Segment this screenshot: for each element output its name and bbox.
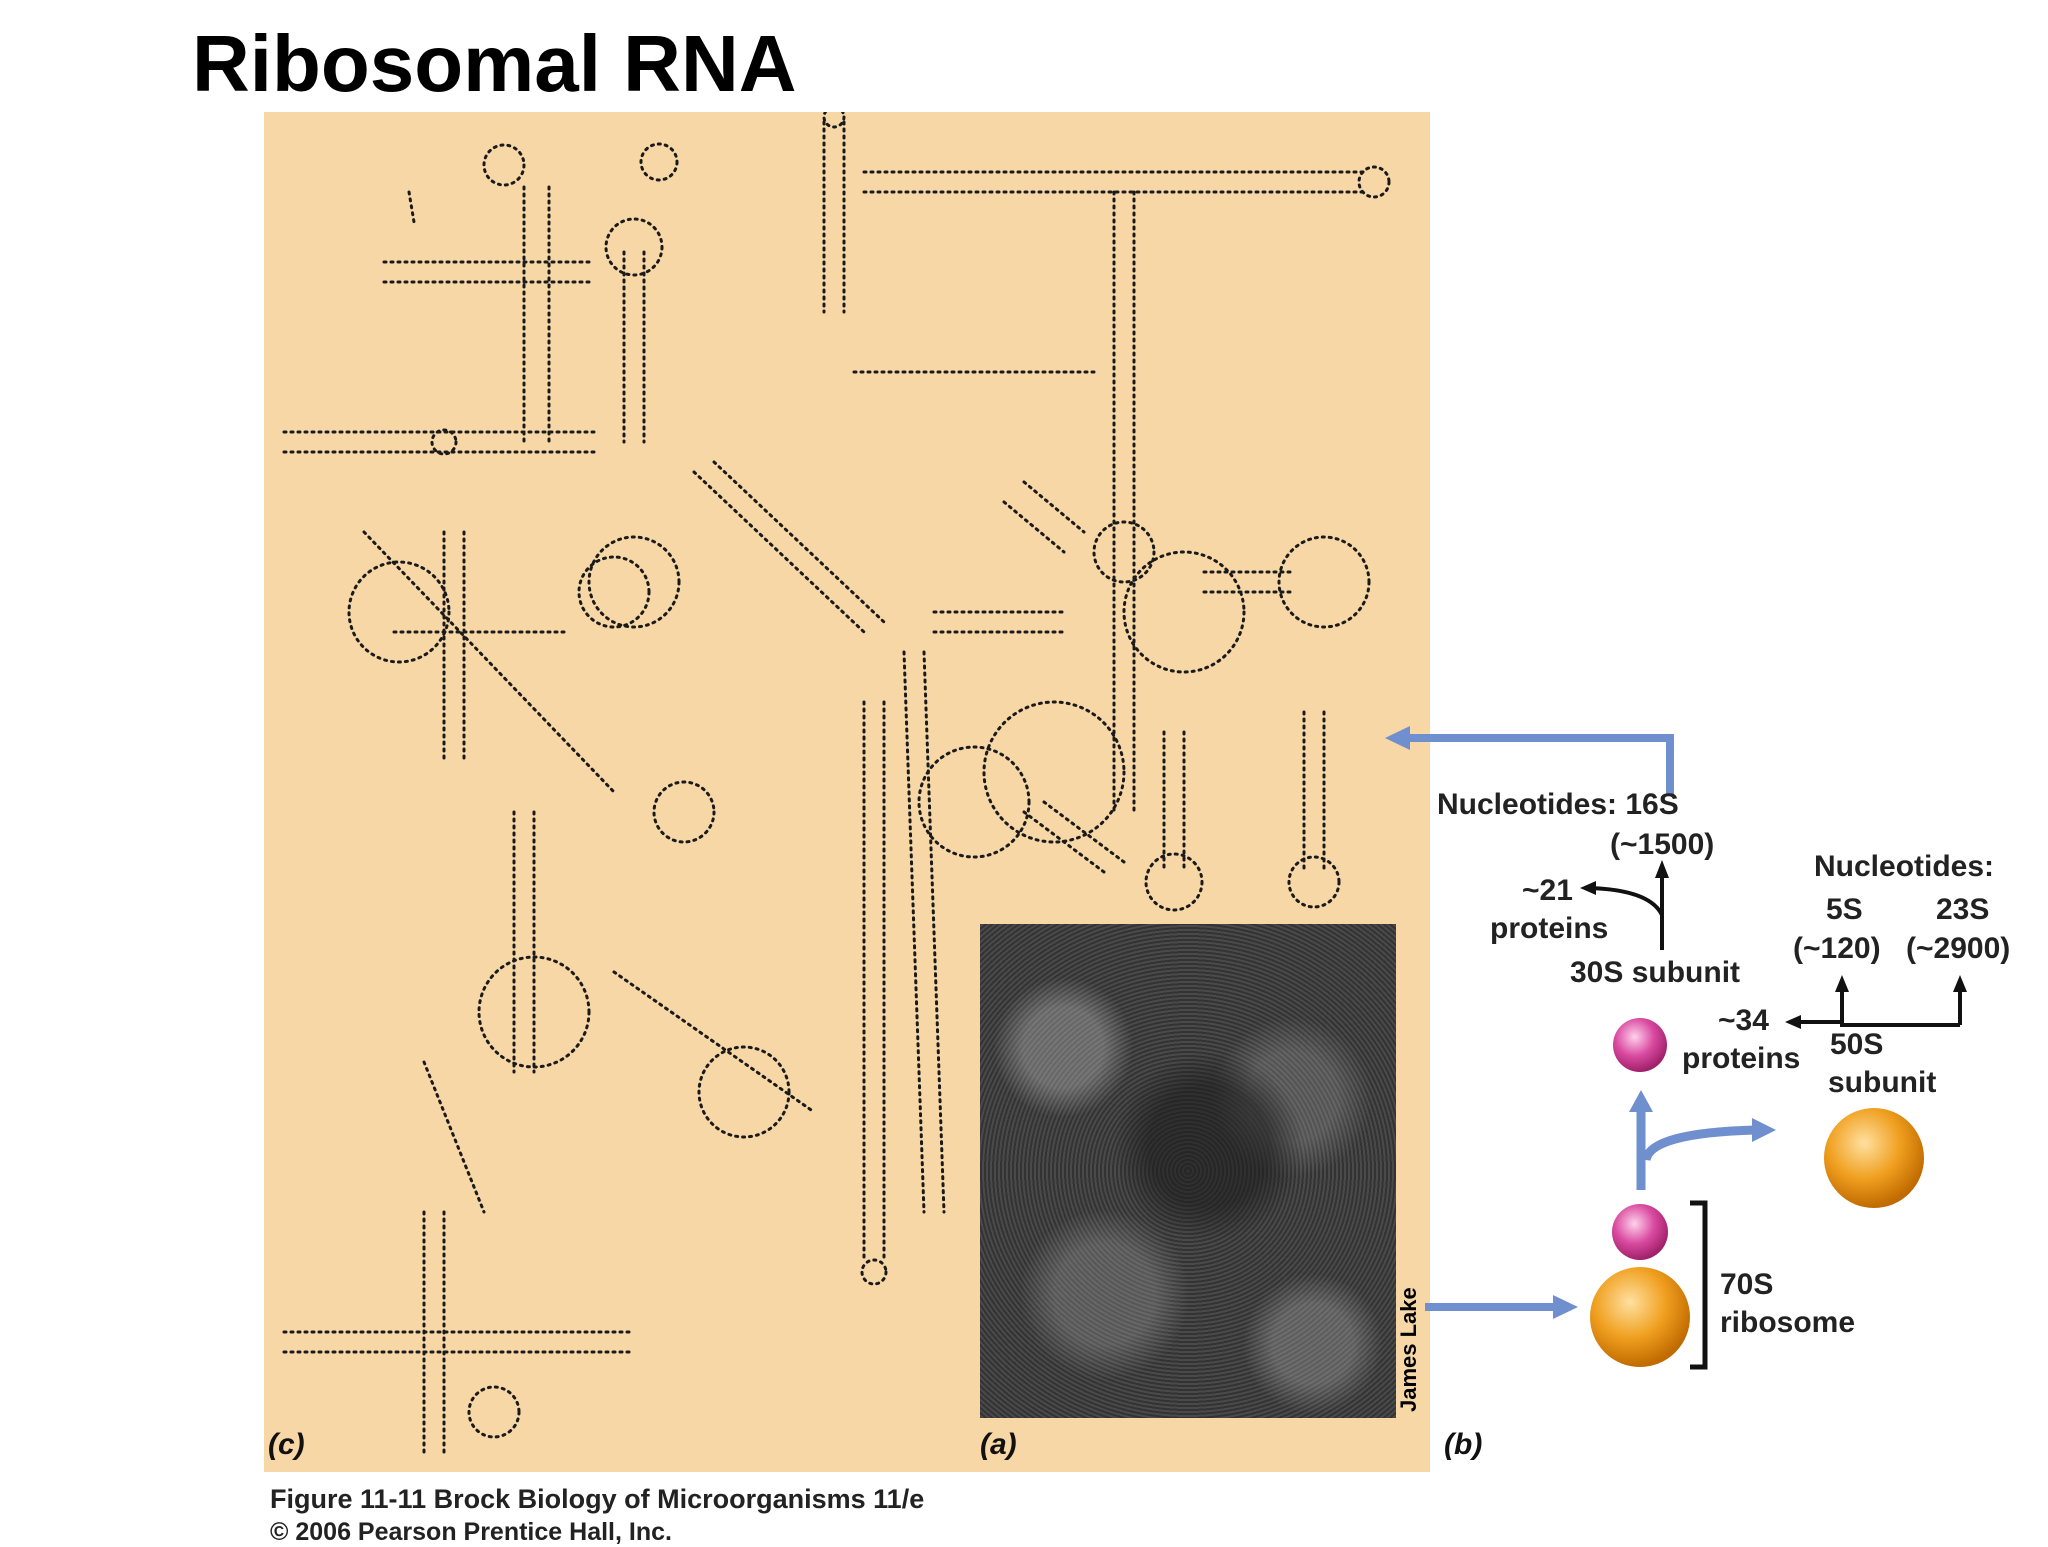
figure-copyright: © 2006 Pearson Prentice Hall, Inc. [270,1518,672,1546]
proteins-30s-word: proteins [1490,912,1609,945]
proteins-30s-count: ~21 [1522,874,1573,907]
panel-label-b: (b) [1444,1428,1483,1461]
arrow-to-30s-head [1629,1090,1653,1112]
panel-label-a: (a) [980,1428,1017,1461]
arrow-70s-head [1553,1295,1578,1319]
nucleotides-16s-label: Nucleotides: 16S [1437,788,1679,821]
proteins-50s-word: proteins [1682,1042,1801,1075]
electron-micrograph [980,924,1396,1418]
panel-label-c: (c) [268,1428,305,1461]
rna-23s-label: 23S [1936,893,1990,926]
arrow-16s-to-structure [1405,734,1674,795]
70s-large-subunit-sphere [1590,1267,1690,1367]
ribosome-70s-line2: ribosome [1720,1306,1856,1339]
nucleotides-16s-value: (~1500) [1610,828,1715,861]
70s-small-subunit-sphere [1612,1204,1668,1260]
ribosome-70s-line1: 70S [1720,1268,1774,1301]
rna-5s-value: (~120) [1793,932,1881,965]
slide-title: Ribosomal RNA [192,19,797,108]
rna-23s-value: (~2900) [1906,932,2011,965]
50s-subunit-sphere [1824,1108,1924,1208]
proteins-50s-count: ~34 [1718,1004,1769,1037]
subunit-30s-label: 30S subunit [1570,956,1741,989]
rrna-secondary-structure [282,112,1391,1454]
photo-credit: James Lake [1396,1287,1421,1412]
figure-caption: Figure 11-11 Brock Biology of Microorgan… [270,1484,925,1514]
rna-5s-label: 5S [1826,893,1863,926]
subunit-50s-line2: subunit [1828,1066,1937,1099]
30s-subunit-sphere [1613,1018,1667,1072]
arrow-to-50s [1641,1125,1756,1162]
rrna-figure-panel: James Lake (c) (a) [264,112,1430,1472]
arrow-to-50s-head [1752,1118,1776,1142]
nucleotides-50s-label: Nucleotides: [1814,850,1995,883]
subunit-50s-line1: 50S [1830,1028,1884,1061]
